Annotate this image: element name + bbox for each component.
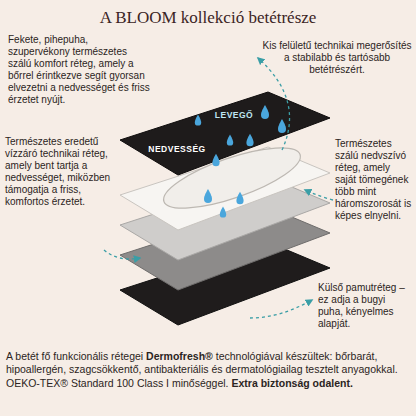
pointer-arrow bbox=[104, 250, 140, 259]
callout-text: Külső pamutréteg – ez adja a bugyi puha,… bbox=[318, 282, 412, 330]
callout-text: Kis felületű technikai megerősítés a sta… bbox=[262, 40, 412, 76]
water-drop bbox=[246, 134, 253, 147]
water-drop bbox=[212, 154, 219, 167]
top-comfort-layer bbox=[120, 92, 330, 175]
caption-text: A betét fő funkcionális rétegei bbox=[6, 350, 143, 362]
water-drop bbox=[195, 114, 201, 125]
caption-text: Extra biztonság odalent. bbox=[231, 377, 352, 389]
water-drops bbox=[195, 105, 286, 218]
layer-tag: LEVEGŐ bbox=[212, 110, 256, 120]
water-drop bbox=[278, 119, 286, 133]
pointer-arrow bbox=[305, 190, 333, 200]
callout-text: Fekete, pihepuha, szupervékony természet… bbox=[8, 34, 150, 106]
callout-text: Természetes szálú nedvszívó réteg, amely… bbox=[335, 138, 413, 222]
water-drop bbox=[227, 134, 233, 145]
title: A BLOOM kollekció betétrésze bbox=[0, 8, 416, 28]
air-arrow bbox=[258, 58, 290, 150]
dashed-pointers bbox=[104, 58, 333, 318]
water-drop bbox=[204, 189, 212, 203]
pad-layers bbox=[120, 92, 330, 325]
water-drop bbox=[261, 105, 269, 119]
pointer-arrow bbox=[250, 300, 312, 318]
caption-text: Dermofresh® bbox=[146, 350, 213, 362]
water-drop bbox=[220, 206, 226, 217]
callout-text: Természetes eredetű vízzáró technikai ré… bbox=[5, 136, 113, 208]
water-drop bbox=[236, 192, 243, 205]
layer-tag: NEDVESSÉG bbox=[146, 144, 208, 154]
caption-paragraph: A betét fő funkcionális rétegeiDermofres… bbox=[6, 350, 410, 390]
